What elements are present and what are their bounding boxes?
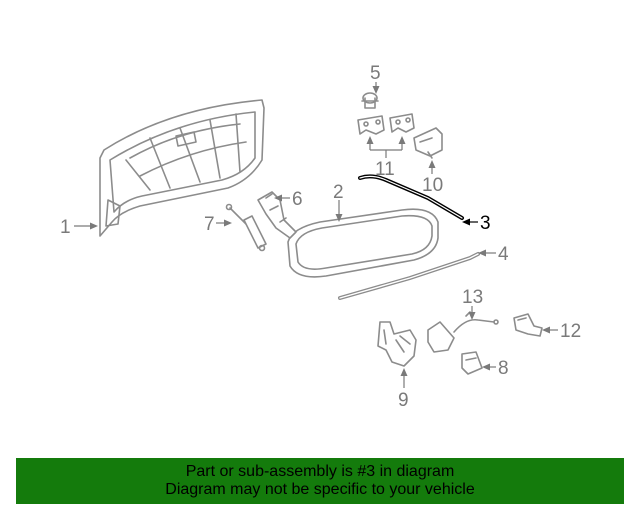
callout-8: 8: [498, 358, 509, 379]
callout-11: 11: [375, 159, 395, 180]
actuator: [461, 351, 483, 375]
leader-11: [366, 136, 406, 158]
latch-assembly: [377, 321, 417, 367]
callout-2: 2: [333, 182, 344, 203]
leader-13: [468, 306, 476, 320]
callout-12: 12: [560, 321, 581, 342]
leader-7: [216, 219, 232, 227]
leader-5: [372, 82, 380, 94]
hinge: [257, 191, 297, 239]
leader-4: [478, 249, 496, 257]
leader-2: [335, 200, 343, 222]
lock-cylinder: [513, 313, 543, 337]
callout-13: 13: [462, 287, 483, 308]
callout-6: 6: [292, 189, 303, 210]
leader-8: [482, 363, 496, 371]
leader-12: [542, 326, 558, 334]
leader-3: [462, 218, 478, 226]
leader-10: [428, 160, 436, 174]
trunk-lid: [99, 99, 265, 237]
callout-3: 3: [480, 213, 491, 234]
leader-6: [274, 194, 290, 202]
callout-9: 9: [398, 390, 409, 411]
hinge-bracket: [413, 127, 443, 159]
gas-strut: [225, 203, 267, 252]
hinge-brackets: [357, 113, 415, 135]
lower-strip: [338, 252, 480, 300]
banner-line-1: Part or sub-assembly is #3 in diagram: [185, 463, 455, 480]
trunk-seal: [287, 208, 439, 278]
leader-1: [74, 222, 98, 230]
banner-line-2: Diagram may not be specific to your vehi…: [165, 481, 475, 498]
seal-strip-part-3: [358, 174, 464, 220]
callout-1: 1: [60, 217, 71, 238]
bolt: [361, 92, 379, 109]
callout-10: 10: [422, 175, 443, 196]
callout-4: 4: [498, 244, 509, 265]
callout-7: 7: [204, 214, 215, 235]
callout-5: 5: [370, 63, 381, 84]
info-banner: Part or sub-assembly is #3 in diagram Di…: [16, 458, 624, 504]
leader-9: [400, 368, 408, 388]
release-cable: [427, 311, 499, 353]
